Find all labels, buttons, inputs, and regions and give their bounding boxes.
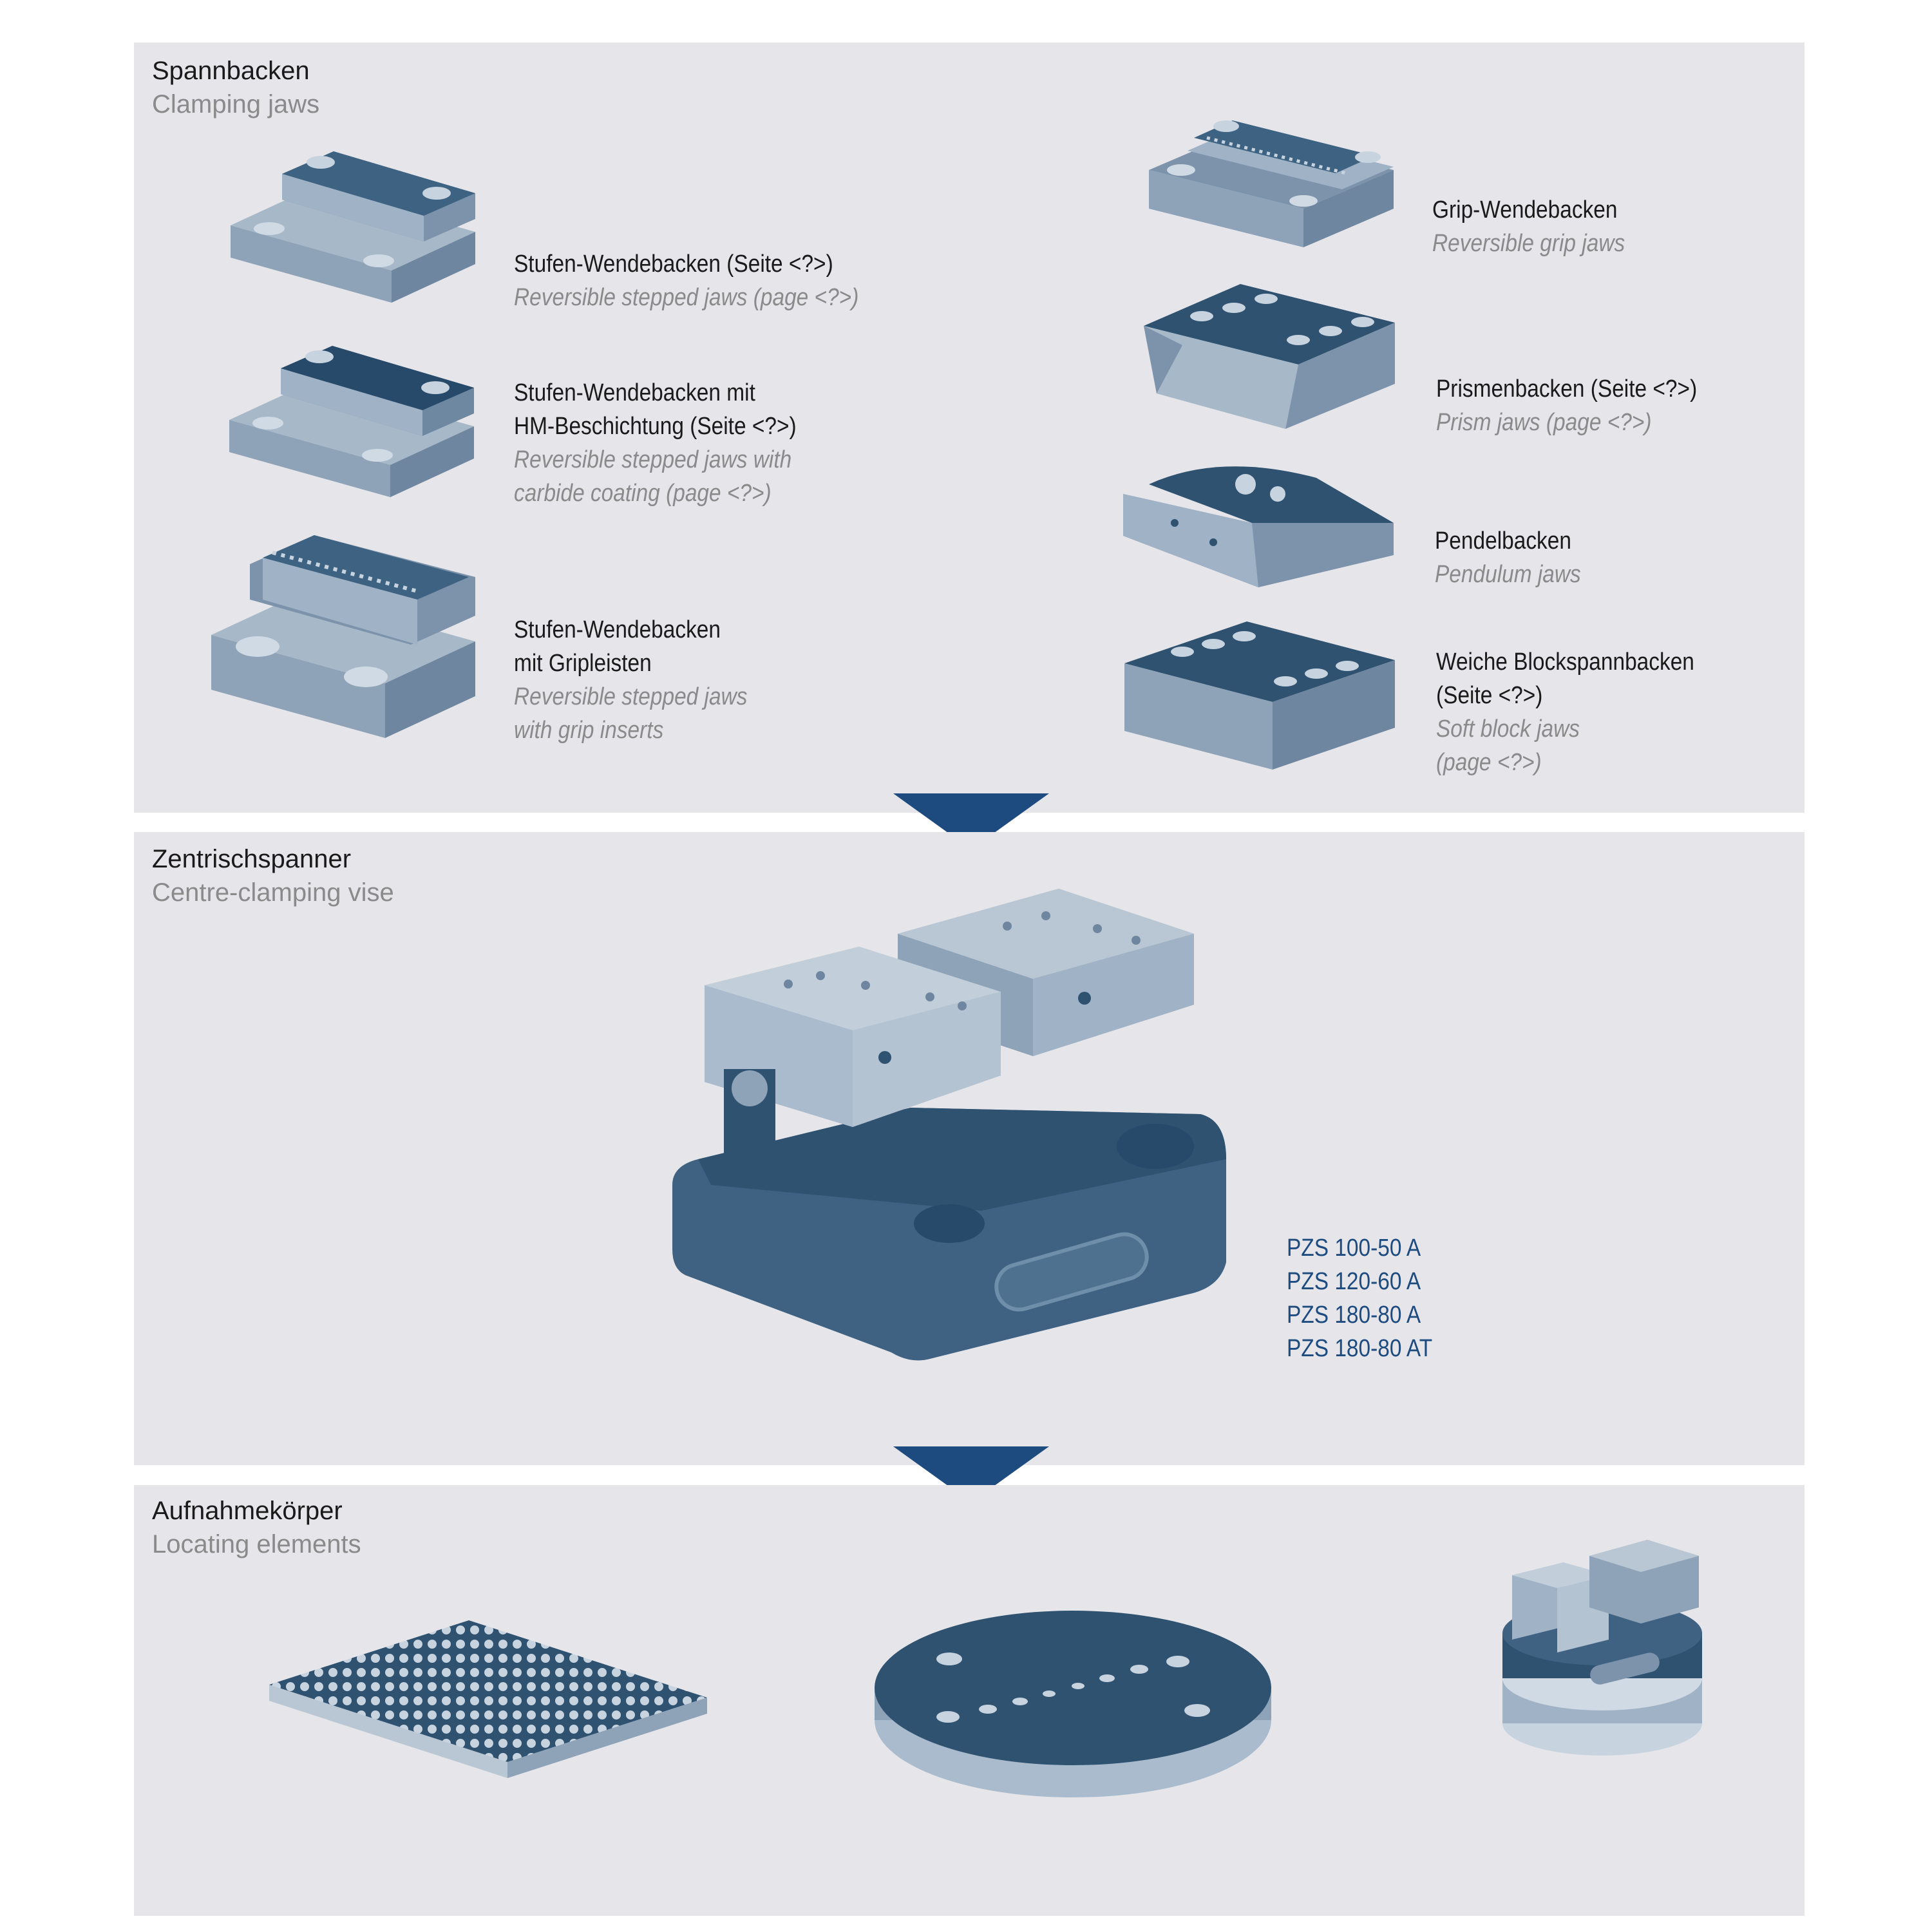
jaw-name-de: Prismenbacken (Seite <?>) [1436, 375, 1698, 402]
vise-model: PZS 100-50 A [1287, 1235, 1421, 1262]
vise-model: PZS 180-80 A [1287, 1302, 1421, 1329]
grip-jaw-image [1149, 120, 1394, 247]
jaw-label-soft-block: Weiche Blockspannbacken (Seite <?>) Soft… [1436, 645, 1730, 779]
jaw-label-stepped-grip: Stufen-Wendebacken mit Gripleisten Rever… [514, 613, 779, 747]
jaw-name-en: Reversible grip jaws [1432, 230, 1625, 257]
jaw-name-en-line2: with grip inserts [514, 717, 664, 744]
round-plate-image [875, 1611, 1271, 1797]
jaw-name-de: Stufen-Wendebacken mit [514, 379, 755, 406]
jaw-name-en: Reversible stepped jaws (page <?>) [514, 284, 859, 311]
section-title-jaws: Spannbacken [152, 57, 310, 85]
jaw-name-de: Stufen-Wendebacken [514, 616, 721, 643]
stepped-jaw-carbide-image [229, 346, 474, 497]
section-subtitle-jaws: Clamping jaws [152, 90, 320, 118]
quick-change-pallet-image [1502, 1540, 1702, 1756]
jaw-name-en-line2: carbide coating (page <?>) [514, 480, 772, 507]
jaw-name-en: Pendulum jaws [1435, 561, 1581, 588]
vise-model-list: PZS 100-50 A PZS 120-60 A PZS 180-80 A P… [1287, 1231, 1452, 1365]
jaw-name-de: Grip-Wendebacken [1432, 196, 1618, 223]
jaw-name-de: Pendelbacken [1435, 527, 1571, 554]
section-subtitle-vise: Centre-clamping vise [152, 878, 394, 907]
section-title-vise: Zentrischspanner [152, 845, 352, 873]
stepped-jaw-image [231, 151, 475, 303]
jaw-name-de-line2: (Seite <?>) [1436, 682, 1543, 709]
prism-jaw-image [1144, 284, 1395, 429]
jaw-name-en-line2: (page <?>) [1436, 749, 1542, 776]
stepped-jaw-grip-image [211, 535, 475, 738]
section-subtitle-locating: Locating elements [152, 1530, 361, 1558]
grid-plate-image [269, 1620, 707, 1778]
section-title-locating: Aufnahmekörper [152, 1497, 343, 1525]
soft-block-jaw-image [1124, 621, 1395, 770]
jaw-name-en: Soft block jaws [1436, 715, 1580, 743]
pendulum-jaw-image [1123, 466, 1394, 587]
vise-model: PZS 180-80 AT [1287, 1335, 1433, 1362]
jaw-label-prism: Prismenbacken (Seite <?>) Prism jaws (pa… [1436, 372, 1732, 439]
jaw-name-de-line2: HM-Beschichtung (Seite <?>) [514, 413, 797, 440]
jaw-label-stepped-carbide: Stufen-Wendebacken mit HM-Beschichtung (… [514, 376, 835, 510]
jaw-name-en: Reversible stepped jaws with [514, 446, 792, 473]
jaw-name-en: Reversible stepped jaws [514, 683, 748, 710]
jaw-label-stepped: Stufen-Wendebacken (Seite <?>) Reversibl… [514, 247, 905, 314]
jaw-name-en: Prism jaws (page <?>) [1436, 409, 1652, 436]
jaw-label-grip: Grip-Wendebacken Reversible grip jaws [1432, 193, 1651, 260]
jaw-name-de: Weiche Blockspannbacken [1436, 649, 1694, 676]
vise-model: PZS 120-60 A [1287, 1268, 1421, 1295]
jaw-name-de-line2: mit Gripleisten [514, 650, 652, 677]
jaw-label-pendulum: Pendelbacken Pendulum jaws [1435, 524, 1601, 591]
centre-clamping-vise-image [672, 889, 1226, 1361]
jaw-name-de: Stufen-Wendebacken (Seite <?>) [514, 251, 833, 278]
